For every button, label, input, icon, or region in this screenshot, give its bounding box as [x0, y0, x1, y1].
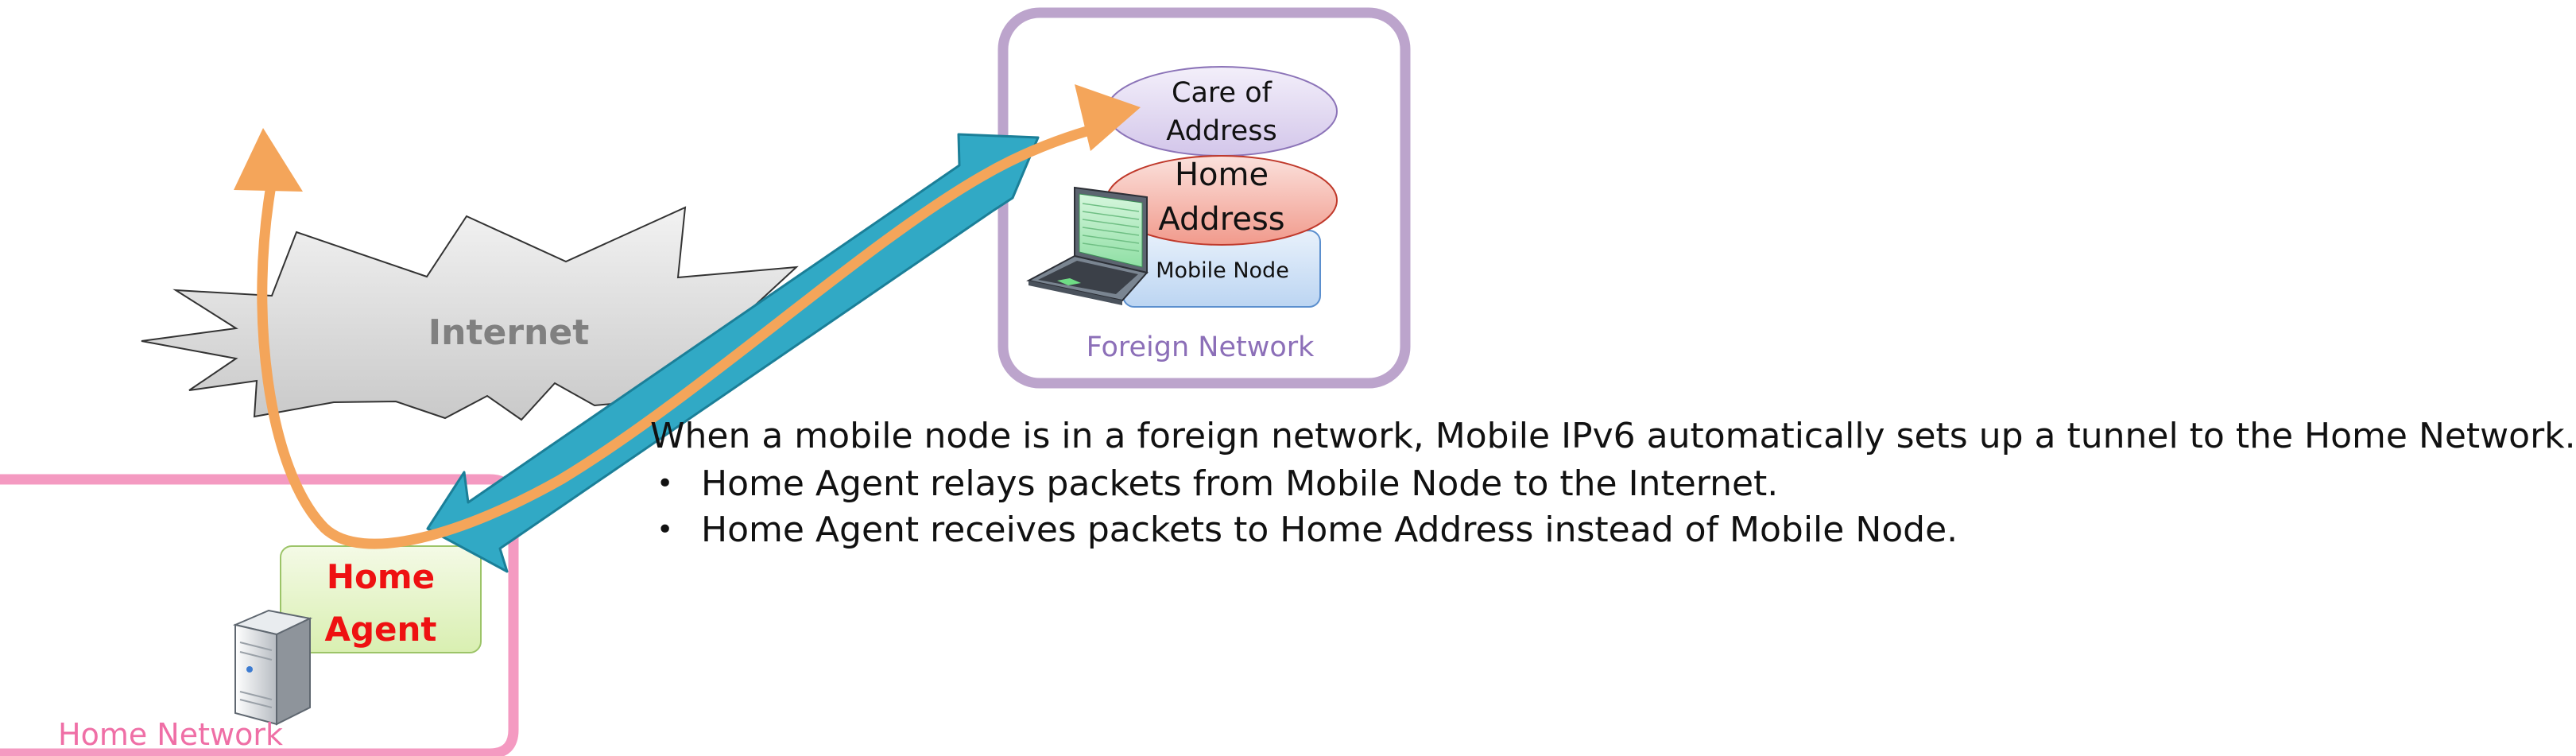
- laptop-icon: [1026, 186, 1149, 305]
- description-bullet: Home Agent relays packets from Mobile No…: [650, 463, 1778, 506]
- internet-cloud: [141, 206, 799, 421]
- mobile-node-label: Mobile Node: [1156, 258, 1289, 283]
- server-icon: [232, 609, 313, 726]
- description-text: When a mobile node is in a foreign netwo…: [650, 415, 2576, 555]
- flow-arrowhead-up: [234, 128, 303, 192]
- home-network-label: Home Network: [58, 717, 283, 752]
- description-bullet: Home Agent receives packets to Home Addr…: [650, 509, 1958, 552]
- description-intro: When a mobile node is in a foreign netwo…: [650, 416, 2576, 456]
- packet-flow-path: [257, 122, 1106, 549]
- flow-arrowhead-care-of: [1075, 84, 1141, 151]
- internet-label: Internet: [428, 312, 589, 353]
- description-bullets: Home Agent relays packets from Mobile No…: [650, 463, 1958, 552]
- foreign-network-label: Foreign Network: [1087, 331, 1315, 363]
